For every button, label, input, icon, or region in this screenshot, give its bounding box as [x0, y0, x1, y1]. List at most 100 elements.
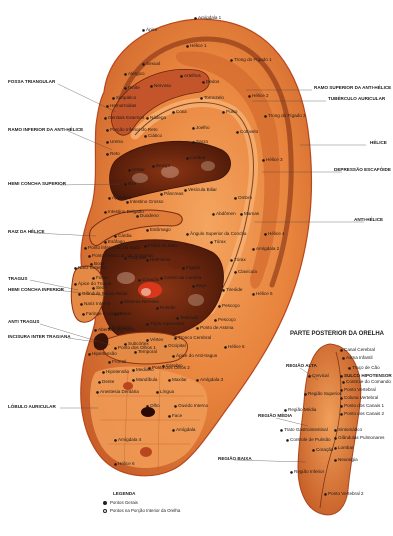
point-label: Dedos: [206, 80, 219, 85]
acupoint-dot: [230, 59, 233, 62]
point-label: Coração: [142, 278, 159, 283]
acupoint-dot: [146, 259, 149, 262]
point-label: Hélice 6: [118, 462, 135, 467]
acupoint-dot: [340, 405, 343, 408]
point-label: Tórax: [234, 258, 246, 263]
acupoint-dot: [230, 259, 233, 262]
point-label: Amígdala: [176, 428, 195, 433]
point-label: Maxilar: [172, 378, 187, 383]
label-ramo-superior-anti-helice: RAMO SUPERIOR DA ANTI-HÉLICE: [314, 86, 391, 91]
acupoint-dot: [106, 105, 109, 108]
point-label: Mamas: [244, 212, 259, 217]
acupoint-dot: [120, 301, 123, 304]
acupoint-dot: [104, 211, 107, 214]
acupoint-dot: [160, 277, 163, 280]
point-label: Cárdia: [118, 234, 132, 239]
acupoint-dot: [234, 197, 237, 200]
point-label: Ponto do Zero: [148, 244, 177, 249]
region-label: REGIÃO ALTA: [286, 364, 317, 369]
point-label: Rinite: [128, 86, 140, 91]
point-label: Amígdala 4: [118, 438, 141, 443]
acupoint-dot: [96, 391, 99, 394]
posterior-point-label: Ponto Vertebral: [344, 388, 376, 393]
point-label: Sede: [96, 286, 107, 291]
point-label: Frontal: [112, 360, 126, 365]
acupoint-dot: [342, 381, 345, 384]
point-label: Artelhos: [184, 74, 201, 79]
acupoint-dot: [106, 141, 109, 144]
point-label: Hipertensão: [92, 352, 117, 357]
posterior-point-label: Controle de Pulmão: [290, 438, 331, 443]
acupoint-dot: [104, 117, 107, 120]
point-label: Intestino Delgado: [108, 210, 144, 215]
posterior-point-label: Ponto Vertebral 2: [328, 492, 364, 497]
hollow-dot-icon: [103, 509, 107, 513]
acupoint-dot: [196, 327, 199, 330]
posterior-point-label: Traço de Cão: [352, 366, 380, 371]
acupoint-dot: [304, 393, 307, 396]
acupoint-dot: [136, 215, 139, 218]
point-label: Ponto Ínfero Lat. da Garganta: [92, 254, 153, 259]
posterior-point-label: Região Superior: [308, 392, 341, 397]
point-label: Esôfago: [108, 240, 125, 245]
acupoint-dot: [144, 245, 147, 248]
acupoint-dot: [174, 337, 177, 340]
label-fossa-triangular: FOSSA TRIANGULAR: [8, 80, 55, 85]
region-label: REGIÃO MÉDIA: [258, 414, 292, 419]
acupoint-dot: [186, 233, 189, 236]
posterior-point-label: Lombar: [338, 446, 354, 451]
point-label: Bexiga: [156, 164, 170, 169]
acupoint-dot: [114, 439, 117, 442]
acupoint-dot: [280, 429, 283, 432]
acupoint-dot: [92, 287, 95, 290]
point-label: Ponto Ínfero Lat. do Nariz: [88, 246, 140, 251]
acupoint-dot: [262, 159, 265, 162]
posterior-point-label: Sintomático: [338, 428, 362, 433]
acupoint-dot: [92, 277, 95, 280]
acupoint-dot: [152, 165, 155, 168]
acupoint-dot: [186, 45, 189, 48]
point-label: Fome: [96, 276, 108, 281]
point-label: Temporal: [138, 350, 157, 355]
acupoint-dot: [184, 189, 187, 192]
acupoint-dot: [174, 405, 177, 408]
point-label: Ápice do Anti-tragus: [176, 354, 217, 359]
point-label: Ponto de Assma: [200, 326, 233, 331]
point-label: Apêndice: [112, 196, 131, 201]
point-label: Duodeno: [140, 214, 159, 219]
label-tuberculo-auricular: TUBÉRCULO AURICULAR: [328, 97, 385, 102]
point-label: Amígdala 1: [198, 16, 221, 21]
point-label: Helmintos: [150, 258, 170, 263]
label-anti-helice: ANTI-HÉLICE: [354, 218, 383, 223]
point-label: Hélice 6: [228, 345, 245, 350]
point-label: Genitais Externos: [108, 116, 144, 121]
point-label: Joelho: [196, 126, 210, 131]
point-label: Pulmão: [160, 306, 176, 311]
point-label: Clavícula: [238, 270, 257, 275]
point-label: Trong do Fígado 2: [268, 114, 306, 119]
posterior-point-label: Coluna Vertebral: [344, 396, 378, 401]
acupoint-dot: [106, 153, 109, 156]
point-label: Vértex: [150, 338, 163, 343]
posterior-point-label: Neuralgia: [338, 458, 358, 463]
acupoint-dot: [340, 349, 343, 352]
acupoint-dot: [312, 449, 315, 452]
acupoint-dot: [172, 355, 175, 358]
acupoint-dot: [104, 241, 107, 244]
acupoint-dot: [106, 129, 109, 132]
point-label: Hélice 5: [256, 292, 273, 297]
acupoint-dot: [308, 375, 311, 378]
acupoint-dot: [192, 127, 195, 130]
acupoint-dot: [196, 379, 199, 382]
acupoint-dot: [82, 313, 85, 316]
point-label: Tórax: [214, 240, 226, 245]
acupoint-dot: [142, 29, 145, 32]
acupoint-dot: [156, 391, 159, 394]
acupoint-dot: [142, 63, 145, 66]
point-label: Sistema Nervoso: [124, 300, 159, 305]
label-hemi-concha-inferior: HEMI CONCHA INFERIOR: [8, 288, 64, 293]
acupoint-dot: [132, 379, 135, 382]
acupoint-dot: [172, 111, 175, 114]
legend-item-inner-points: Pontos na Porção Interior da Orelha: [103, 508, 180, 513]
point-label: Coxa: [176, 110, 187, 115]
